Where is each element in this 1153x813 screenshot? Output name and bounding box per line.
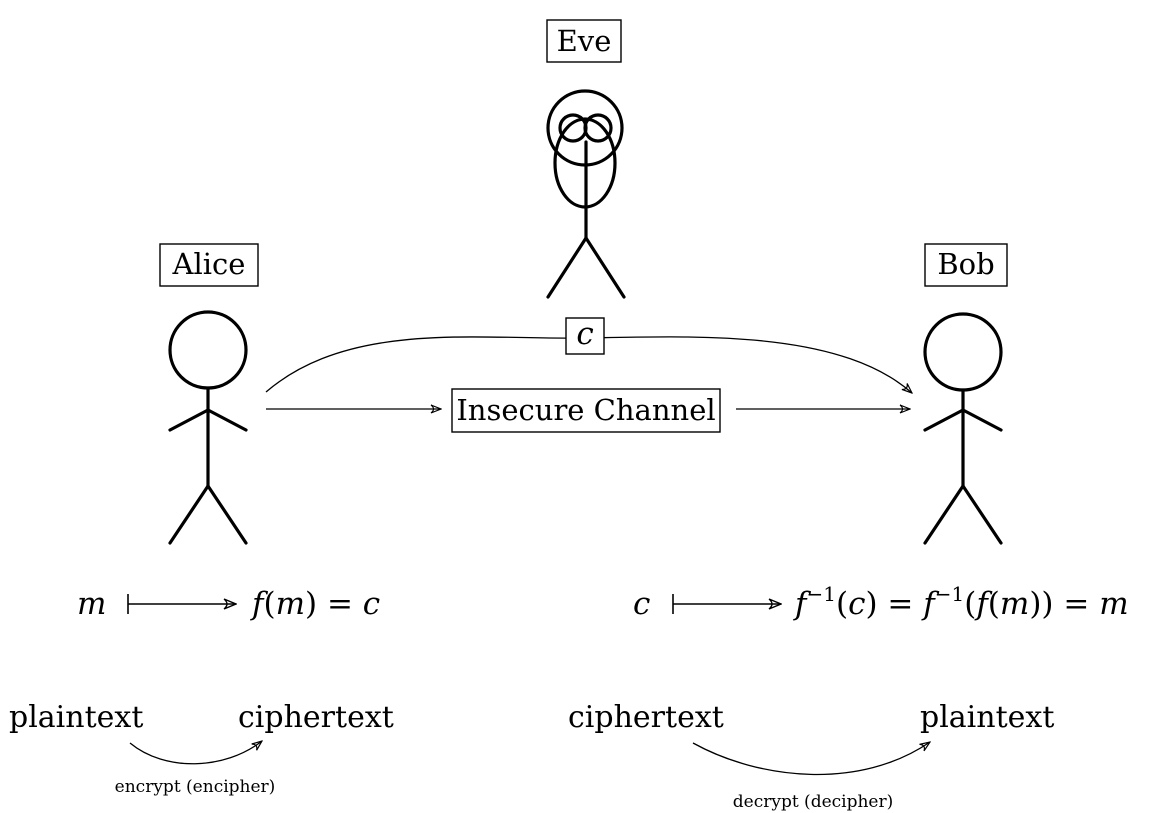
message-c-label: c [576,316,593,352]
bob-map-input: c [633,586,650,622]
alice-arm-left [168,408,210,432]
alice-label-box: Alice [159,243,259,287]
bob-arm-right [961,408,1003,432]
insecure-channel-label: Insecure Channel [456,393,715,427]
decrypt-label: decrypt (decipher) [733,792,894,812]
alice-process: plaintext ciphertext encrypt (encipher) [9,700,394,797]
eve-figure [546,89,626,299]
bob-leg-right [961,484,1003,545]
bob-head [923,312,1003,392]
alice-map-result-expr: f(m) = c [250,586,380,622]
alice-leg-right [206,484,248,545]
eve-label-box: Eve [546,19,622,63]
bob-label: Bob [937,247,994,281]
eve-leg-left [546,236,588,299]
alice-leg-left [168,484,210,545]
eve-label: Eve [557,24,612,58]
bob-arm-left [923,408,965,432]
bob-plaintext-label: plaintext [920,700,1054,735]
message-c-box: c [565,316,605,355]
alice-map-input: m [77,586,106,622]
encrypt-label: encrypt (encipher) [115,777,276,797]
bob-ciphertext-label: ciphertext [568,700,724,735]
alice-label: Alice [172,247,246,281]
alice-mapping: m f(m) = c [77,586,380,622]
eve-leg-right [584,236,626,299]
alice-arm-right [206,408,248,432]
bob-leg-left [923,484,965,545]
encrypt-arrow [129,741,262,765]
insecure-channel-box: Insecure Channel [451,388,721,433]
alice-head [168,310,248,390]
eve-glasses-right [583,113,613,143]
alice-figure [168,310,248,545]
bob-mapping: c f−1(c) = f−1(f(m)) = m [633,582,1129,622]
bob-label-box: Bob [924,243,1008,287]
eve-glasses-left [558,113,588,143]
alice-plaintext-label: plaintext [9,700,143,735]
bob-process: ciphertext plaintext decrypt (decipher) [568,700,1054,812]
bob-map-result-expr: f−1(c) = f−1(f(m)) = m [793,582,1129,622]
bob-figure [923,312,1003,545]
alice-ciphertext-label: ciphertext [238,700,394,735]
decrypt-arrow [692,742,930,776]
